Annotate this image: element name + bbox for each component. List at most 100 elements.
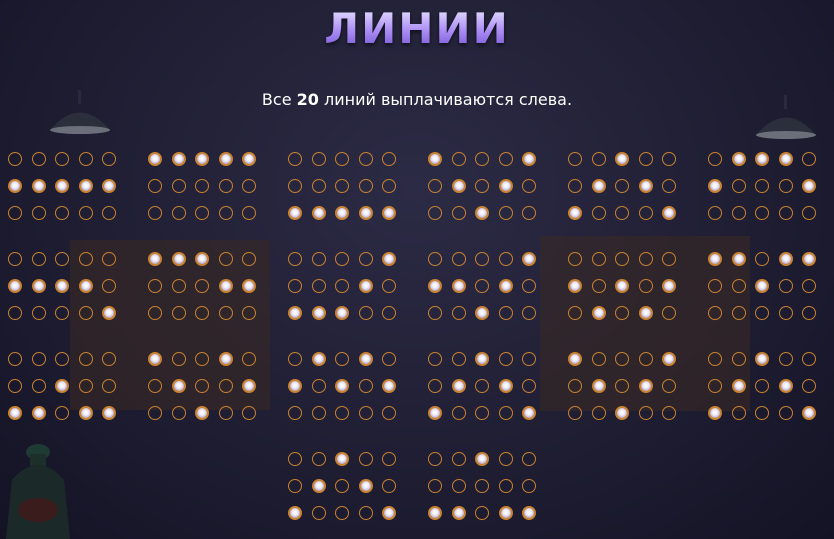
payline-dot	[802, 206, 816, 220]
payline-dot-active	[428, 406, 442, 420]
payline-dot-active	[359, 206, 373, 220]
payline-dot	[592, 206, 606, 220]
payline-dot	[732, 179, 746, 193]
payline-dot-active	[452, 279, 466, 293]
payline-dot	[148, 279, 162, 293]
payline-dot	[522, 206, 536, 220]
payline-dot	[382, 179, 396, 193]
payline-dot	[708, 152, 722, 166]
payline-dot	[148, 406, 162, 420]
payline-8	[148, 252, 260, 324]
payline-dot	[312, 252, 326, 266]
payline-dot	[499, 406, 513, 420]
payline-17	[568, 352, 680, 424]
payline-dot-active	[359, 479, 373, 493]
payline-dot-active	[382, 252, 396, 266]
payline-1	[8, 152, 120, 224]
payline-dot	[219, 252, 233, 266]
payline-dot-active	[475, 452, 489, 466]
payline-dot	[195, 279, 209, 293]
lamp-left-icon	[50, 90, 110, 134]
payline-dot	[499, 152, 513, 166]
payline-dot	[708, 279, 722, 293]
payline-dot	[79, 379, 93, 393]
payline-dot	[452, 306, 466, 320]
payline-dot	[708, 352, 722, 366]
payline-dot-active	[55, 179, 69, 193]
payline-dot	[802, 352, 816, 366]
payline-dot	[452, 352, 466, 366]
payline-dot-active	[708, 179, 722, 193]
payline-dot	[288, 152, 302, 166]
payline-dot	[288, 252, 302, 266]
payline-dot	[55, 406, 69, 420]
payline-dot	[499, 252, 513, 266]
payline-dot	[615, 252, 629, 266]
payline-dot	[428, 479, 442, 493]
payline-dot	[615, 379, 629, 393]
payline-dot	[452, 479, 466, 493]
payline-dot	[732, 306, 746, 320]
payline-13	[8, 352, 120, 424]
payline-dot-active	[195, 406, 209, 420]
payline-dot	[662, 252, 676, 266]
payline-dot-active	[522, 152, 536, 166]
payline-dot-active	[32, 279, 46, 293]
payline-dot	[382, 306, 396, 320]
payline-dot-active	[288, 506, 302, 520]
payline-dot-active	[172, 379, 186, 393]
payline-dot	[475, 506, 489, 520]
payline-dot	[288, 279, 302, 293]
payline-dot-active	[452, 179, 466, 193]
payline-dot	[172, 279, 186, 293]
payline-dot	[662, 379, 676, 393]
payline-dot	[732, 352, 746, 366]
payline-dot-active	[499, 506, 513, 520]
payline-dot	[779, 306, 793, 320]
payline-dot	[195, 352, 209, 366]
payline-dot	[568, 179, 582, 193]
payline-dot-active	[335, 206, 349, 220]
payline-dot	[755, 206, 769, 220]
payline-dot	[79, 306, 93, 320]
payline-dot	[312, 179, 326, 193]
payline-dot-active	[452, 379, 466, 393]
payline-dot-active	[475, 306, 489, 320]
lines-count: 20	[296, 90, 319, 109]
payline-dot	[79, 206, 93, 220]
payline-dot-active	[242, 279, 256, 293]
payline-dot	[639, 252, 653, 266]
payline-dot	[639, 206, 653, 220]
payline-dot-active	[55, 379, 69, 393]
payline-dot-active	[732, 152, 746, 166]
payline-9	[288, 252, 400, 324]
payline-dot	[148, 179, 162, 193]
payline-12	[708, 252, 820, 324]
payline-dot	[452, 252, 466, 266]
payline-dot-active	[79, 179, 93, 193]
payline-dot	[8, 252, 22, 266]
payline-dot-active	[148, 352, 162, 366]
payline-dot	[568, 379, 582, 393]
payline-dot	[335, 179, 349, 193]
payline-dot	[32, 379, 46, 393]
payline-dot	[79, 352, 93, 366]
payline-dot-active	[802, 252, 816, 266]
payline-dot	[428, 306, 442, 320]
payline-dot-active	[568, 352, 582, 366]
payline-dot-active	[102, 306, 116, 320]
payline-dot-active	[242, 152, 256, 166]
payline-14	[148, 352, 260, 424]
payline-dot	[335, 252, 349, 266]
payline-dot-active	[382, 506, 396, 520]
payline-dot-active	[335, 306, 349, 320]
payline-dot	[475, 279, 489, 293]
payline-dot	[172, 206, 186, 220]
payline-dot	[32, 152, 46, 166]
payline-dot	[335, 352, 349, 366]
payline-dot-active	[499, 379, 513, 393]
payline-dot-active	[522, 506, 536, 520]
payline-dot	[428, 252, 442, 266]
payline-dot	[779, 352, 793, 366]
payline-dot	[452, 152, 466, 166]
